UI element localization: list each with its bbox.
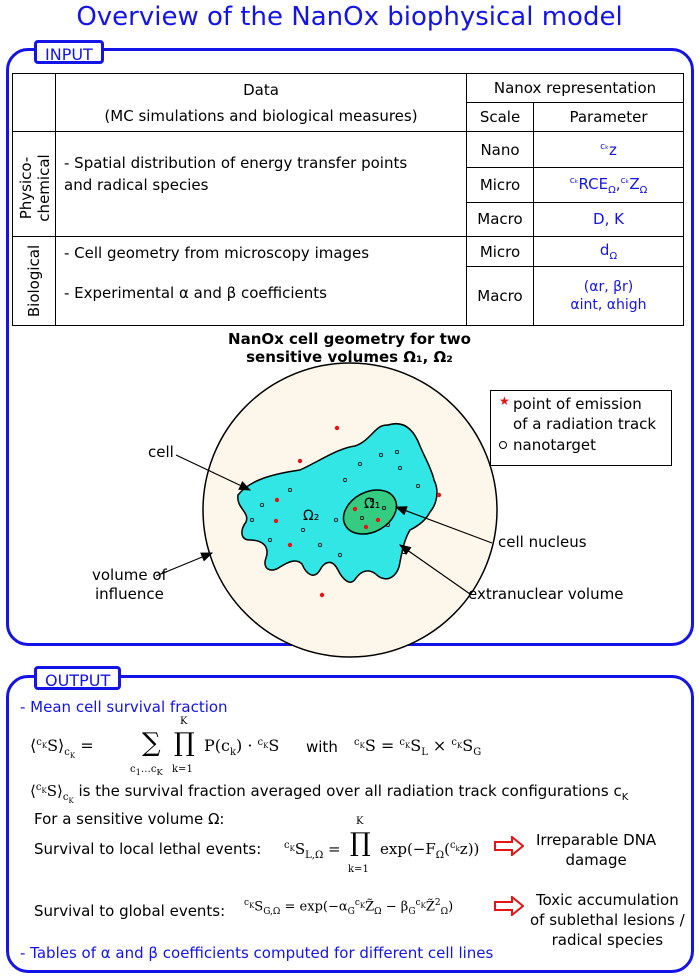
scale-macro-bio: Macro: [466, 266, 534, 326]
label-omega1: Ω₁: [364, 496, 381, 512]
scale-micro: Micro: [466, 167, 534, 203]
global-events-result: Toxic accumulation of sublethal lesions …: [530, 891, 685, 949]
scale-header: Scale: [466, 102, 534, 132]
scale-macro: Macro: [466, 201, 534, 238]
input-tag: INPUT: [34, 40, 104, 64]
global-events-formula: cKSG,Ω = exp(−αGcKZ̃Ω − βGcKZ̃2Ω): [244, 898, 454, 917]
label-volume-of-influence: volume of influence: [92, 566, 167, 603]
output-panel: [6, 675, 694, 973]
nanotarget-icon: [499, 441, 507, 449]
local-events-result: Irreparable DNA damage: [536, 831, 657, 869]
nanox-header: Nanox representation: [466, 73, 684, 103]
geometry-legend: ★ point of emission of a radiation track…: [490, 390, 672, 466]
param-micro-bio: dΩ: [533, 235, 684, 268]
scale-micro-bio: Micro: [466, 235, 534, 268]
local-events-label: Survival to local lethal events:: [34, 840, 262, 858]
param-nano: cₖz: [533, 130, 684, 169]
output-tag: OUTPUT: [34, 666, 122, 690]
scale-nano: Nano: [466, 130, 534, 169]
param-macro-bio: (αr, βr) αint, αhigh: [533, 266, 684, 326]
geometry-title: NanOx cell geometry for two sensitive vo…: [228, 330, 471, 366]
label-cell-nucleus: cell nucleus: [498, 533, 587, 551]
data-header: Data (MC simulations and biological meas…: [55, 73, 467, 132]
star-icon: ★: [499, 394, 510, 408]
average-description: ⟨cKS⟩cK is the survival fraction average…: [30, 782, 629, 805]
bio-data: - Cell geometry from microscopy images -…: [55, 236, 467, 326]
global-events-label: Survival to global events:: [34, 902, 226, 920]
label-extranuclear-volume: extranuclear volume: [468, 585, 624, 603]
label-omega2: Ω₂: [303, 508, 320, 524]
label-cell: cell: [148, 443, 174, 461]
tables-text: - Tables of α and β coefficients compute…: [20, 944, 494, 962]
physico-data: - Spatial distribution of energy transfe…: [55, 131, 467, 237]
bio-label: Biological: [12, 236, 56, 326]
with-word: with: [306, 738, 338, 756]
sensitive-volume-text: For a sensitive volume Ω:: [34, 810, 225, 828]
survival-product-formula: cKS = cKSL × cKSG: [354, 736, 482, 759]
mean-survival-heading: - Mean cell survival fraction: [20, 698, 228, 716]
param-micro: cₖRCEΩ,cₖZΩ: [533, 167, 684, 203]
param-header: Parameter: [533, 102, 684, 132]
page-title: Overview of the NanOx biophysical model: [76, 2, 623, 32]
physico-label: Physico- chemical: [12, 131, 56, 237]
arrow-right-icon-local: [494, 834, 525, 858]
arrow-right-icon-global: [494, 894, 525, 918]
param-macro: D, K: [533, 201, 684, 238]
input-data-table: Data (MC simulations and biological meas…: [12, 73, 684, 326]
